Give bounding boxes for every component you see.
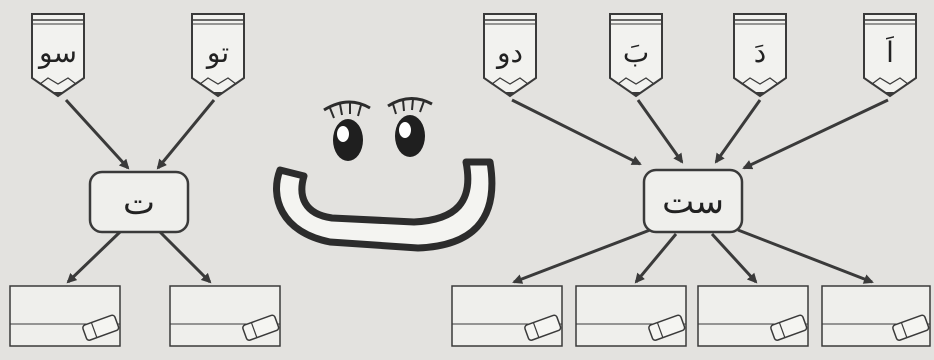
pencil-right-2: بَ — [610, 14, 662, 96]
mascot-letter-ta — [277, 98, 492, 248]
arrow-right-2 — [638, 100, 682, 162]
arrow-right-out-1 — [514, 230, 650, 282]
answer-box-right-4[interactable] — [822, 286, 930, 346]
pencil-right-4-label: اَ — [886, 36, 894, 69]
center-box-left: ت — [90, 172, 188, 232]
arrow-right-4 — [744, 100, 888, 168]
pencil-right-4: اَ — [864, 14, 916, 96]
arrow-right-3 — [716, 100, 760, 162]
arrow-left-2 — [158, 100, 214, 168]
pencil-left-1: سو — [32, 14, 84, 96]
center-box-right: ست — [644, 170, 742, 232]
pencil-left-2: تو — [192, 14, 244, 96]
arrow-right-out-3 — [712, 234, 756, 282]
answer-box-right-2[interactable] — [576, 286, 686, 346]
arrow-left-out-2 — [160, 232, 210, 282]
answer-box-right-1[interactable] — [452, 286, 562, 346]
pencil-left-2-label: تو — [205, 36, 229, 69]
pencil-right-1: دو — [484, 14, 536, 96]
arrow-right-out-4 — [738, 230, 872, 282]
arrow-right-out-2 — [636, 234, 676, 282]
center-letter-right: ست — [662, 182, 724, 222]
pencil-right-2-label: بَ — [623, 36, 649, 69]
pencil-right-3-label: دَ — [754, 36, 766, 69]
pencil-left-1-label: سو — [37, 36, 77, 69]
answer-box-left-1[interactable] — [10, 286, 120, 346]
arrow-right-1 — [512, 100, 640, 164]
arrow-left-out-1 — [68, 232, 120, 282]
pencil-right-1-label: دو — [495, 36, 523, 69]
center-letter-left: ت — [123, 183, 155, 223]
left-eye-icon — [324, 102, 370, 161]
arrow-left-1 — [66, 100, 128, 168]
pencil-right-3: دَ — [734, 14, 786, 96]
answer-box-right-3[interactable] — [698, 286, 808, 346]
right-eye-icon — [388, 98, 432, 157]
answer-box-left-2[interactable] — [170, 286, 280, 346]
